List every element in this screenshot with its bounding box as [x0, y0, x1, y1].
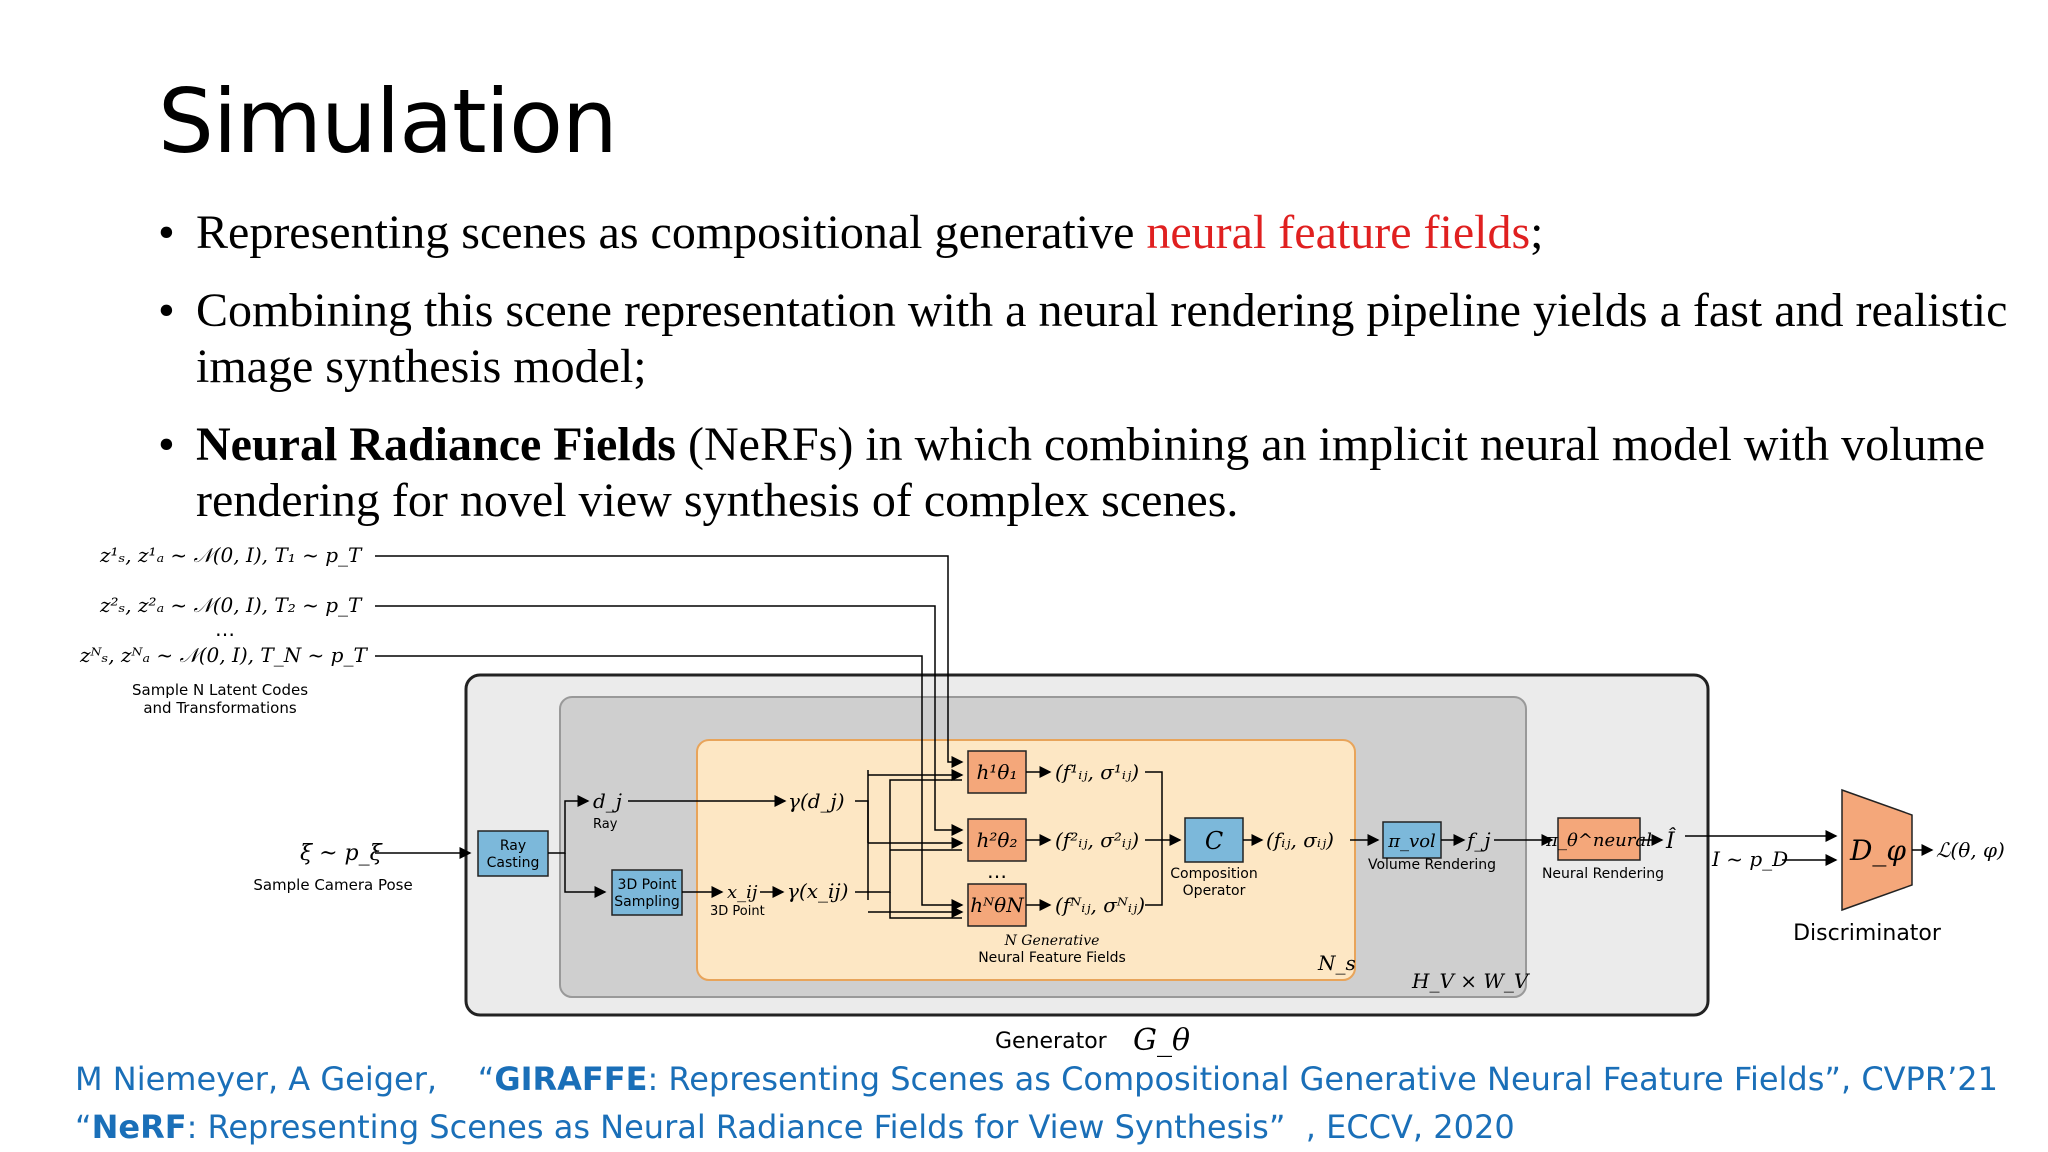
- gen-fields-caption-1: N Generative: [1004, 933, 1100, 949]
- reference-nerf: “NeRF: Representing Scenes as Neural Rad…: [75, 1103, 1998, 1151]
- bullet-item: • Representing scenes as compositional ge…: [158, 205, 2018, 261]
- ref-nerf-rest: : Representing Scenes as Neural Radiance…: [186, 1108, 1515, 1146]
- generator-caption: Generator: [995, 1029, 1108, 1054]
- fake-image-label: Î: [1665, 827, 1676, 854]
- real-image-label: I ~ p_D: [1711, 847, 1788, 871]
- ray-casting-label-1: Ray: [500, 838, 526, 854]
- ref-authors: M Niemeyer, A Geiger,: [75, 1060, 438, 1098]
- feature-field-1-label: h¹θ₁: [977, 760, 1018, 784]
- ray-casting-box: [477, 830, 549, 877]
- composite-output: (fᵢⱼ, σᵢⱼ): [1266, 828, 1334, 852]
- generator-symbol: G_θ: [1133, 1023, 1190, 1058]
- composition-lines: [1145, 771, 1182, 906]
- field-output-2: (f²ᵢⱼ, σ²ᵢⱼ): [1055, 828, 1139, 852]
- feature-field-2-label: h²θ₂: [977, 828, 1018, 852]
- bullet-text-end: ;: [1530, 206, 1544, 259]
- x-ij-label: x_ij: [727, 882, 758, 903]
- latent-inputs: z¹ₛ, z¹ₐ ~ 𝒩(0, I), T₁ ~ p_T z²ₛ, z²ₐ ~ …: [79, 543, 368, 717]
- volume-rendering-caption: Volume Rendering: [1368, 857, 1496, 873]
- latent-label-2: z²ₛ, z²ₐ ~ 𝒩(0, I), T₂ ~ p_T: [99, 593, 363, 617]
- bullet-item: • Combining this scene representation wit…: [158, 283, 2018, 395]
- field-output-N: (fᴺᵢⱼ, σᴺᵢⱼ): [1055, 893, 1145, 917]
- latent-dots: …: [215, 617, 235, 641]
- neural-rendering-caption: Neural Rendering: [1542, 866, 1664, 882]
- discriminator-caption: Discriminator: [1793, 921, 1942, 946]
- field-output-1: (f¹ᵢⱼ, σ¹ᵢⱼ): [1055, 760, 1139, 784]
- bullet-item: • Neural Radiance Fields (NeRFs) in which…: [158, 417, 2018, 529]
- gamma-x-label: γ(x_ij): [787, 879, 848, 903]
- d-j-label: d_j: [593, 789, 622, 813]
- point-label: 3D Point: [710, 904, 765, 919]
- encoding-lines: [855, 769, 964, 919]
- composition-symbol: C: [1205, 827, 1223, 855]
- ref-giraffe-title: GIRAFFE: [494, 1060, 648, 1098]
- ref-nerf-title: NeRF: [91, 1108, 187, 1146]
- resolution-label: H_V × W_V: [1411, 969, 1531, 993]
- bullet-text: Combining this scene representation with…: [196, 284, 2008, 393]
- bullet-text: (NeRFs) in which combining an implicit n…: [196, 418, 1986, 527]
- loss-label: ℒ(θ, φ): [1936, 838, 2005, 862]
- bullet-text: Representing scenes as compositional gen…: [196, 206, 1147, 259]
- f-j-label: f_j: [1465, 828, 1491, 852]
- volume-rendering-symbol: π_vol: [1387, 831, 1436, 852]
- ref-quote: “: [477, 1060, 495, 1098]
- neural-rendering-box: [1557, 817, 1641, 861]
- feature-field-dots: …: [987, 859, 1007, 883]
- ns-label: N_s: [1317, 951, 1356, 975]
- feature-field-1-box: [967, 750, 1027, 794]
- point-sampling-label-2: Sampling: [614, 894, 680, 910]
- latent-caption-2: and Transformations: [143, 699, 297, 717]
- ref-giraffe-rest: : Representing Scenes as Compositional G…: [647, 1060, 1998, 1098]
- feature-field-N-label: hᴺθN: [970, 893, 1025, 917]
- bullet-dot: •: [158, 206, 175, 259]
- composition-caption-1: Composition: [1170, 866, 1257, 882]
- latent-label-1: z¹ₛ, z¹ₐ ~ 𝒩(0, I), T₁ ~ p_T: [99, 543, 363, 567]
- references: M Niemeyer, A Geiger, “GIRAFFE: Represen…: [75, 1055, 1998, 1151]
- gen-fields-caption-2: Neural Feature Fields: [978, 950, 1126, 966]
- bullet-dot: •: [158, 418, 175, 471]
- bullet-list: • Representing scenes as compositional ge…: [158, 205, 2018, 551]
- camera-pose-math: ξ ~ p_ξ: [300, 841, 384, 866]
- point-sampling-box: [611, 869, 683, 916]
- ray-casting-label-2: Casting: [487, 855, 540, 871]
- volume-rendering-box: [1382, 821, 1442, 859]
- feature-field-N-box: [967, 883, 1027, 927]
- highlight-text: neural feature fields: [1146, 206, 1531, 259]
- bullet-dot: •: [158, 284, 175, 337]
- composition-caption-2: Operator: [1183, 883, 1246, 899]
- latent-caption-1: Sample N Latent Codes: [132, 681, 308, 699]
- slide-title: Simulation: [158, 70, 618, 173]
- reference-giraffe: M Niemeyer, A Geiger, “GIRAFFE: Represen…: [75, 1055, 1998, 1103]
- neural-rendering-symbol: π_θ^neural: [1545, 830, 1652, 851]
- point-sampling-label-1: 3D Point: [618, 877, 677, 893]
- discriminator-shape: [1841, 788, 1913, 912]
- composition-box: [1184, 817, 1244, 863]
- discriminator-symbol: D_φ: [1849, 834, 1906, 867]
- camera-pose-caption: Sample Camera Pose: [253, 876, 412, 894]
- field-output-arrows: [1026, 766, 1052, 911]
- ref-quote: “: [75, 1108, 92, 1146]
- gamma-d-label: γ(d_j): [788, 789, 845, 813]
- bullet-bold-text: Neural Radiance Fields: [196, 418, 676, 471]
- ray-label: Ray: [593, 817, 618, 832]
- latent-label-N: zᴺₛ, zᴺₐ ~ 𝒩(0, I), T_N ~ p_T: [79, 643, 368, 667]
